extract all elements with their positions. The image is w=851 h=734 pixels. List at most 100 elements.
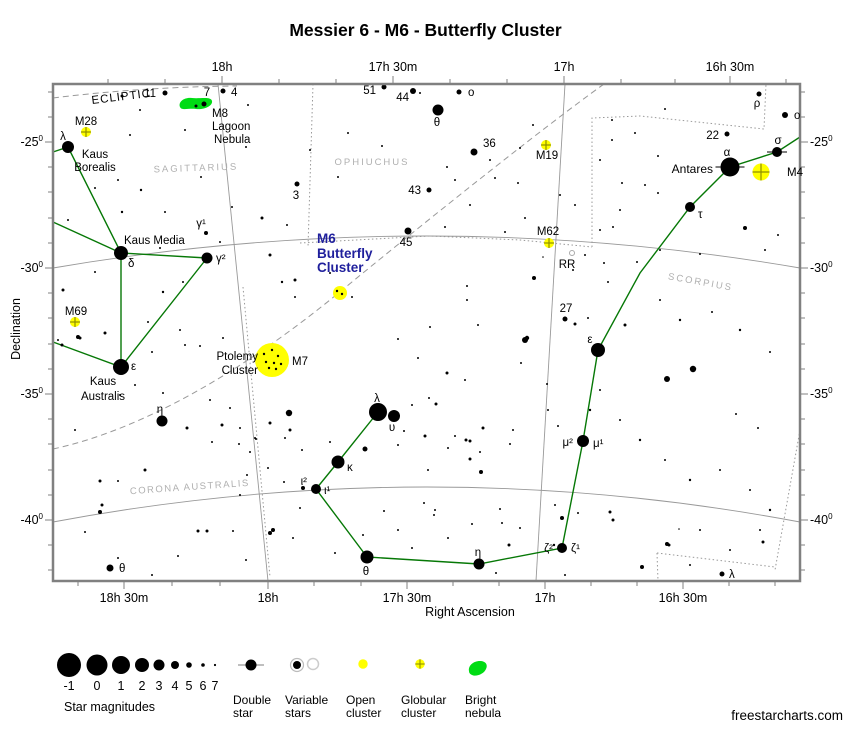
watermark-link[interactable]: freestarcharts.com (731, 708, 843, 723)
svg-text:M7: M7 (292, 356, 308, 368)
svg-text:υ: υ (389, 422, 395, 434)
svg-text:-300: -300 (20, 260, 43, 275)
legend-label-double-star: Double star (233, 693, 272, 720)
open-cluster-M7 (255, 343, 289, 377)
svg-text:SAGITTARIUS: SAGITTARIUS (153, 162, 238, 176)
svg-text:4: 4 (172, 679, 179, 693)
svg-text:11: 11 (144, 88, 156, 100)
svg-text:α: α (724, 147, 731, 159)
svg-text:M69: M69 (65, 306, 87, 318)
svg-text:ECLIPTIC: ECLIPTIC (91, 88, 152, 107)
svg-text:Antares: Antares (672, 162, 713, 176)
svg-text:λ: λ (60, 131, 66, 143)
svg-text:γ²: γ² (216, 253, 226, 265)
svg-text:η: η (475, 547, 481, 559)
svg-text:-250: -250 (810, 134, 833, 149)
svg-text:51: 51 (363, 85, 376, 97)
svg-text:M8: M8 (212, 108, 228, 120)
svg-text:Butterfly: Butterfly (317, 246, 373, 261)
svg-text:ζ²: ζ² (544, 543, 553, 555)
svg-text:22: 22 (706, 130, 719, 142)
legend-label-globular-cluster: Globular cluster (401, 693, 447, 720)
svg-text:M6: M6 (317, 231, 336, 246)
svg-text:16h 30m: 16h 30m (659, 591, 708, 605)
declination-ra-gridlines (52, 83, 801, 582)
double-star-symbol (245, 659, 257, 671)
svg-text:θ: θ (434, 117, 440, 129)
svg-text:16h 30m: 16h 30m (706, 60, 755, 74)
chart-title: Messier 6 - M6 - Butterfly Cluster (289, 20, 562, 40)
svg-text:45: 45 (400, 237, 413, 249)
svg-text:λ: λ (729, 569, 735, 581)
legend-label-variable-stars: Variable stars (285, 693, 329, 720)
svg-text:Kaus: Kaus (90, 376, 116, 388)
svg-text:6: 6 (200, 679, 207, 693)
svg-text:-400: -400 (20, 512, 43, 527)
svg-text:18h: 18h (258, 591, 279, 605)
svg-text:κ: κ (347, 462, 353, 474)
svg-text:7: 7 (204, 87, 210, 99)
svg-text:SCORPIUS: SCORPIUS (667, 271, 734, 293)
svg-text:μ¹: μ¹ (593, 438, 604, 450)
svg-text:η: η (157, 404, 163, 416)
svg-text:43: 43 (408, 185, 421, 197)
svg-text:3: 3 (156, 679, 163, 693)
svg-text:Cluster: Cluster (317, 260, 364, 275)
svg-text:ζ¹: ζ¹ (571, 543, 580, 555)
svg-text:M28: M28 (75, 116, 97, 128)
y-axis-title: Declination (9, 298, 23, 360)
svg-text:17h: 17h (554, 60, 575, 74)
svg-text:ε: ε (131, 361, 136, 373)
svg-text:OPHIUCHUS: OPHIUCHUS (334, 157, 409, 168)
svg-text:3: 3 (293, 190, 299, 202)
svg-text:27: 27 (560, 303, 573, 315)
svg-text:ι¹: ι¹ (324, 485, 331, 497)
svg-text:-250: -250 (20, 134, 43, 149)
constellation-lines (52, 136, 801, 565)
svg-text:o: o (794, 110, 800, 122)
svg-text:CORONA AUSTRALIS: CORONA AUSTRALIS (130, 478, 251, 497)
svg-text:5: 5 (186, 679, 193, 693)
bright-nebula-symbol (468, 661, 487, 676)
svg-text:M4: M4 (787, 167, 804, 179)
legend-label-bright-nebula: Bright nebula (465, 693, 502, 720)
variable-star-symbol (293, 661, 301, 669)
svg-text:o: o (468, 87, 474, 99)
svg-text:17h 30m: 17h 30m (369, 60, 418, 74)
svg-text:Australis: Australis (81, 391, 125, 403)
svg-text:Lagoon: Lagoon (212, 121, 250, 133)
svg-text:RR: RR (559, 259, 576, 271)
svg-text:μ²: μ² (563, 437, 574, 449)
svg-text:δ: δ (128, 258, 134, 270)
svg-text:18h 30m: 18h 30m (100, 591, 149, 605)
x-axis-title: Right Ascension (425, 605, 515, 619)
svg-text:1: 1 (118, 679, 125, 693)
svg-text:ι²: ι² (301, 476, 308, 488)
svg-text:Kaus Media: Kaus Media (124, 235, 185, 247)
svg-text:Ptolemy: Ptolemy (216, 351, 258, 363)
svg-text:γ¹: γ¹ (196, 218, 206, 230)
svg-text:σ: σ (774, 135, 781, 147)
axis-ticks (45, 76, 808, 589)
open-cluster-symbol (358, 659, 368, 669)
svg-text:0: 0 (94, 679, 101, 693)
svg-text:18h: 18h (212, 60, 233, 74)
variable-star-RR (569, 250, 575, 256)
constellation-boundaries (242, 83, 801, 582)
svg-text:ε: ε (587, 334, 592, 346)
svg-text:-350: -350 (20, 386, 43, 401)
svg-text:λ: λ (374, 393, 380, 405)
svg-text:Nebula: Nebula (214, 134, 251, 146)
svg-text:Star magnitudes: Star magnitudes (64, 700, 155, 714)
svg-text:-350: -350 (810, 386, 833, 401)
stars-layer (57, 84, 788, 577)
svg-text:44: 44 (396, 92, 409, 104)
svg-text:2: 2 (139, 679, 146, 693)
svg-text:17h: 17h (535, 591, 556, 605)
svg-text:Cluster: Cluster (222, 365, 259, 377)
